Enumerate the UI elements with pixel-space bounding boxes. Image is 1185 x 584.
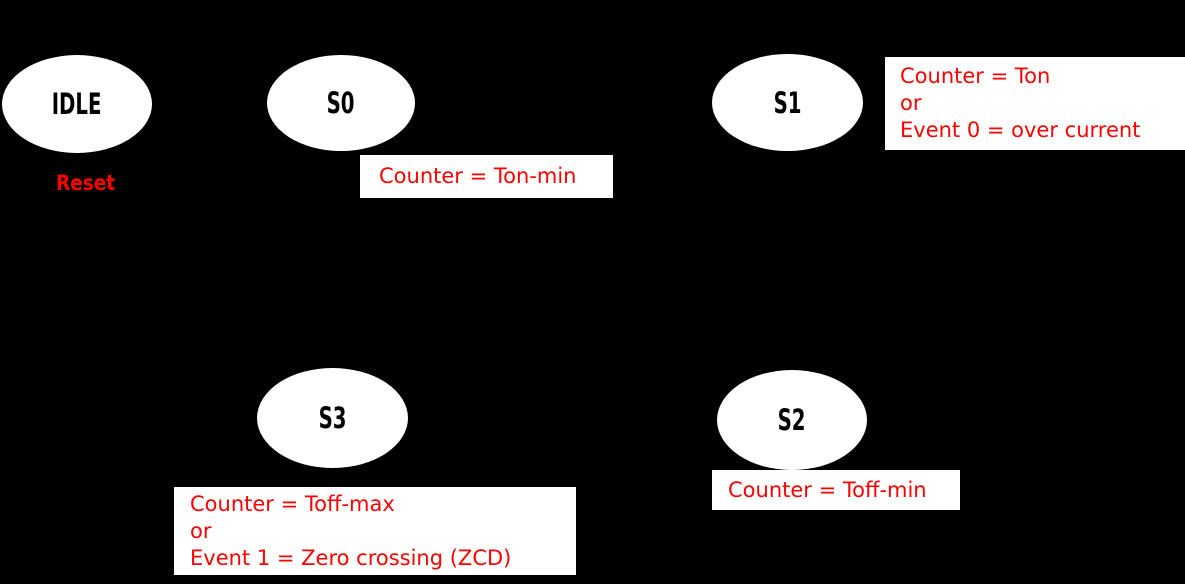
condition-box-s3-exit: Counter = Toff-max or Event 1 = Zero cro… xyxy=(174,487,576,575)
state-s2-label: S2 xyxy=(778,403,806,437)
condition-box-s2-exit: Counter = Toff-min xyxy=(712,470,960,510)
condition-line: Counter = Toff-max xyxy=(190,491,395,516)
condition-box-s0-exit: Counter = Ton-min xyxy=(360,155,613,198)
state-idle: IDLE xyxy=(2,55,152,153)
reset-transition-label: Reset xyxy=(56,171,116,195)
condition-line: Event 1 = Zero crossing (ZCD) xyxy=(190,545,512,570)
condition-line: Counter = Ton-min xyxy=(379,164,577,188)
state-s1: S1 xyxy=(712,54,863,151)
condition-line: or xyxy=(900,91,922,115)
condition-line: Counter = Ton xyxy=(900,64,1051,88)
condition-box-s1-exit: Counter = Ton or Event 0 = over current xyxy=(885,57,1185,150)
state-s0: S0 xyxy=(267,55,415,151)
condition-line: Counter = Toff-min xyxy=(728,477,927,502)
state-s3-label: S3 xyxy=(318,401,347,435)
state-s1-label: S1 xyxy=(773,85,802,120)
condition-line: Event 0 = over current xyxy=(900,118,1141,142)
state-idle-label: IDLE xyxy=(52,87,102,121)
state-s0-label: S0 xyxy=(327,86,355,120)
state-s2: S2 xyxy=(717,370,867,470)
state-s3: S3 xyxy=(257,368,408,468)
condition-line: or xyxy=(190,518,212,543)
